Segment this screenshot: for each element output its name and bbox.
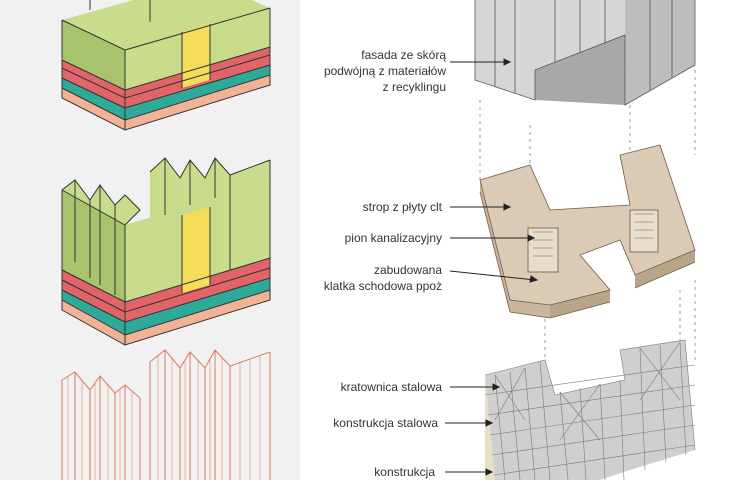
leader-arrows: [445, 58, 539, 476]
label-structure: konstrukcja: [374, 465, 435, 479]
label-facade-line-2: podwójną z materiałów: [323, 64, 446, 78]
layered-block-middle: [61, 157, 271, 346]
label-facade: fasada ze skórą podwójną z materiałów z …: [324, 47, 446, 95]
steel-structure-layer: [484, 339, 696, 480]
dashed-guide-lines: [479, 70, 696, 370]
exploded-axonometric: [445, 0, 696, 480]
layered-block-top: [61, 0, 271, 131]
left-diagram-panel: [0, 0, 300, 480]
right-diagram-panel: [300, 0, 730, 480]
building-layer-stack: [61, 0, 271, 480]
label-facade-line-3: z recyklingu: [382, 80, 446, 94]
label-clt-slab: strop z płyty clt: [362, 200, 442, 214]
label-sewer-riser: pion kanalizacyjny: [344, 231, 442, 245]
label-facade-line-1: fasada ze skórą: [361, 48, 446, 62]
facade-layer: [474, 0, 696, 106]
label-staircase-line-1: zabudowana: [373, 263, 442, 277]
label-staircase: zabudowana klatka schodowa ppoż: [324, 262, 442, 294]
label-steel-structure: konstrukcja stalowa: [333, 416, 438, 430]
structure-frame-bottom: [61, 349, 271, 480]
label-steel-truss: kratownica stalowa: [340, 380, 442, 394]
label-staircase-line-2: klatka schodowa ppoż: [323, 279, 442, 293]
clt-slab-layer: [479, 144, 696, 319]
